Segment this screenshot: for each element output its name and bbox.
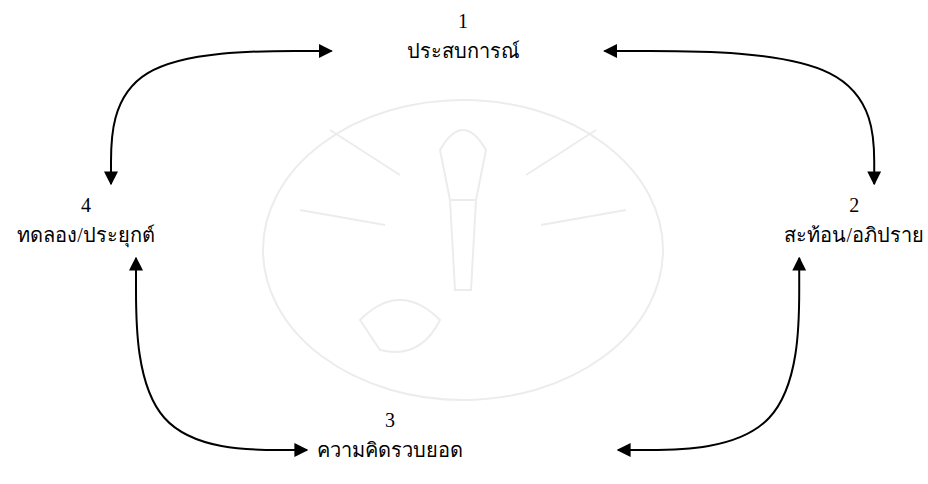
cycle-stage: 3ความคิดรวบยอด xyxy=(317,405,463,465)
cycle-stage: 1ประสบการณ์ xyxy=(407,6,520,66)
stage-label: ทดลอง/ประยุกต์ xyxy=(17,220,155,250)
cycle-arrow xyxy=(605,51,875,184)
stage-number: 3 xyxy=(317,405,463,435)
stage-number: 2 xyxy=(784,190,924,220)
cycle-stage: 2สะท้อน/อภิปราย xyxy=(784,190,924,250)
watermark-lines xyxy=(263,100,663,400)
cycle-stage: 4ทดลอง/ประยุกต์ xyxy=(17,190,155,250)
stage-number: 4 xyxy=(17,190,155,220)
stage-number: 1 xyxy=(407,6,520,36)
stage-label: สะท้อน/อภิปราย xyxy=(784,220,924,250)
cycle-arrow xyxy=(618,258,799,450)
stage-label: ความคิดรวบยอด xyxy=(317,435,463,465)
cycle-arrow xyxy=(136,258,307,450)
cycle-arrow xyxy=(111,51,332,184)
stage-label: ประสบการณ์ xyxy=(407,36,520,66)
